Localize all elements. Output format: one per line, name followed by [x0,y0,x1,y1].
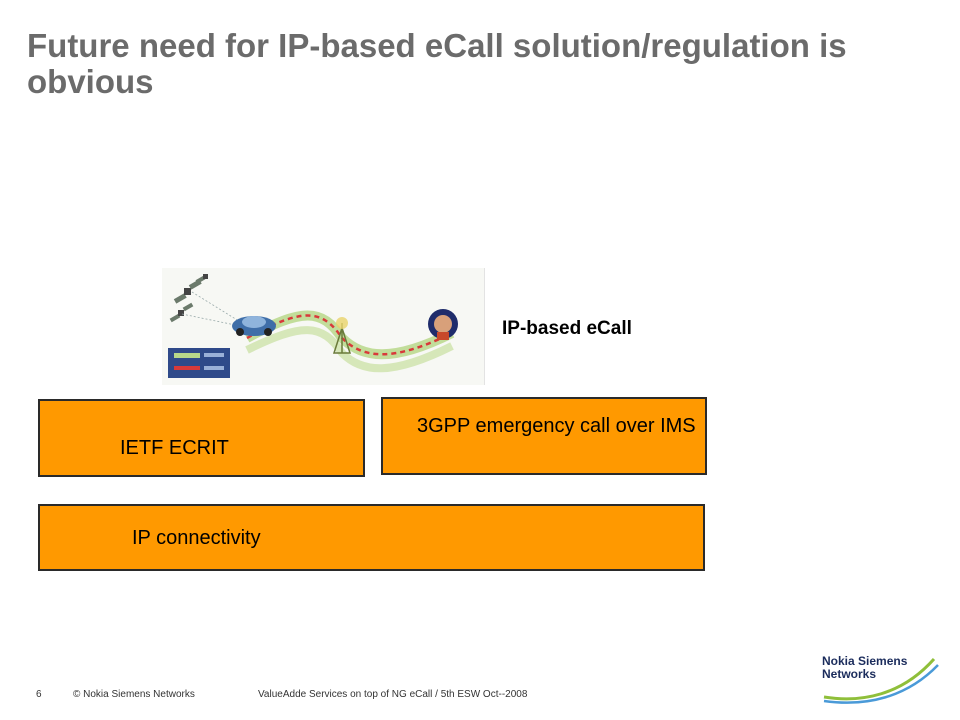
3gpp-emergency-call-label: 3GPP emergency call over IMS [417,415,696,437]
page-number: 6 [36,689,42,700]
nokia-siemens-networks-logo: Nokia Siemens Networks [822,655,942,705]
legend [168,348,230,378]
ecall-illustration [162,268,485,385]
footer-event: ValueAdde Services on top of NG eCall / … [258,689,528,700]
cell-tower-icon [332,317,352,354]
ip-connectivity-box: IP connectivity [38,504,705,571]
operator-icon [428,309,458,340]
ip-connectivity-label: IP connectivity [132,527,261,549]
logo-line-2: Networks [822,667,877,681]
logo-swoosh-icon [823,658,939,704]
logo-text: Nokia Siemens Networks [822,655,912,681]
footer-copyright: © Nokia Siemens Networks [73,689,195,700]
car-icon [232,316,276,336]
3gpp-emergency-call-box: 3GPP emergency call over IMS [381,397,707,475]
satellite-icon [195,274,208,284]
ip-based-ecall-label: IP-based eCall [502,318,632,339]
ietf-ecrit-box: IETF ECRIT [38,399,365,477]
satellite-icon [169,302,194,323]
slide-title: Future need for IP-based eCall solution/… [27,27,847,100]
ietf-ecrit-label: IETF ECRIT [120,437,229,459]
logo-line-1: Nokia Siemens [822,654,908,668]
